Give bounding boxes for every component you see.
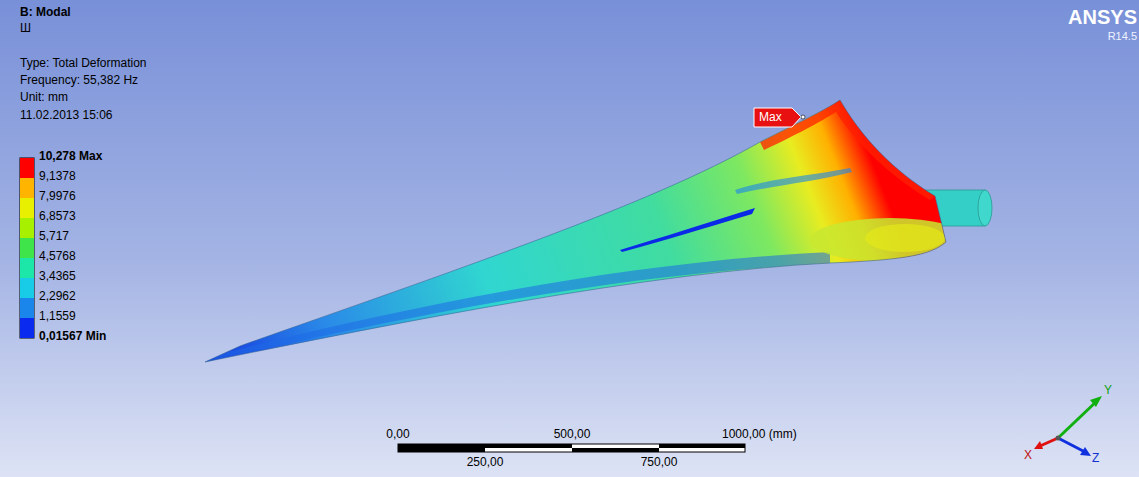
legend-swatch — [20, 218, 34, 238]
axis-label: X — [1024, 449, 1032, 463]
version: R14.5 — [1108, 30, 1137, 43]
legend-value: 10,278 Max — [39, 150, 102, 164]
brand-logo: ANSYS — [1068, 6, 1137, 29]
scale-value: 1000,00 (mm) — [722, 428, 797, 442]
legend-value: 7,9976 — [39, 190, 76, 204]
result-name: Ш — [20, 22, 31, 36]
scale-value: 250,00 — [467, 456, 504, 470]
legend-swatch — [20, 238, 34, 258]
wing-surface — [200, 90, 970, 370]
legend-value: 5,717 — [39, 230, 69, 244]
legend-value: 4,5768 — [39, 250, 76, 264]
scale-value: 500,00 — [554, 428, 591, 442]
scale-value: 0,00 — [386, 428, 409, 442]
analysis-title: B: Modal — [20, 6, 71, 20]
frequency: Frequency: 55,382 Hz — [20, 74, 138, 88]
timestamp: 11.02.2013 15:06 — [20, 109, 113, 123]
legend-swatch — [20, 178, 34, 198]
legend-swatch — [20, 258, 34, 278]
wing-outline — [205, 100, 946, 362]
legend-swatch — [20, 158, 34, 178]
scale-bar — [398, 444, 745, 452]
legend-value: 2,2962 — [39, 290, 76, 304]
max-marker: Max — [759, 111, 782, 125]
legend-frame — [20, 158, 34, 338]
legend-swatch — [20, 318, 34, 338]
legend-swatch — [20, 278, 34, 298]
legend-value: 3,4365 — [39, 270, 76, 284]
legend-swatch — [20, 298, 34, 318]
unit: Unit: mm — [20, 91, 68, 105]
legend-value: 1,1559 — [39, 310, 76, 324]
axis-triad — [1034, 396, 1102, 456]
legend-swatch — [20, 198, 34, 218]
result-type: Type: Total Deformation — [20, 57, 147, 71]
axis-label: Z — [1092, 452, 1099, 466]
axis-label: Y — [1104, 384, 1112, 398]
scale-value: 750,00 — [641, 456, 678, 470]
max-flag — [754, 108, 805, 127]
legend-value: 0,01567 Min — [39, 330, 106, 344]
legend-value: 9,1378 — [39, 170, 76, 184]
legend-value: 6,8573 — [39, 210, 76, 224]
